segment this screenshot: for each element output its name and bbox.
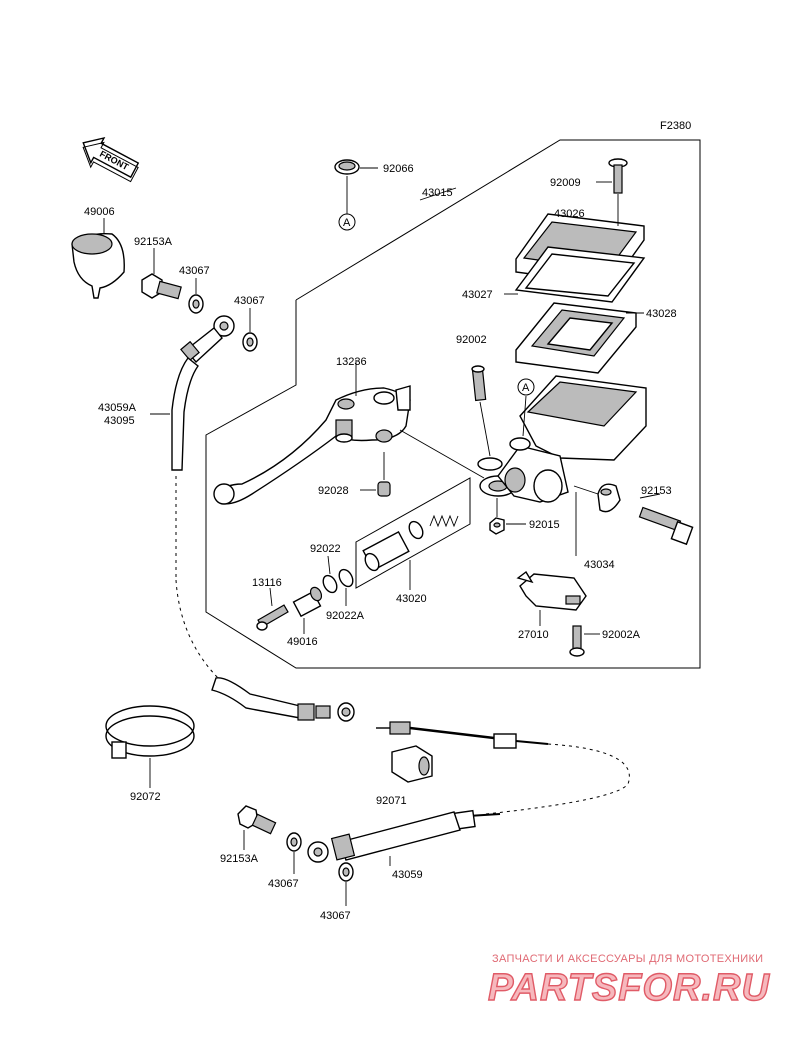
label-43095: 43095: [104, 415, 135, 427]
ref-marker-a-cylinder: A: [517, 378, 535, 437]
label-49006: 49006: [84, 206, 115, 218]
part-43028-diaphragm: [515, 302, 637, 374]
part-92153a-bolt-bottom: [237, 805, 277, 835]
part-49016-boot: [292, 586, 323, 618]
label-92002: 92002: [456, 334, 487, 346]
label-92028: 92028: [318, 485, 349, 497]
label-13116: 13116: [252, 577, 282, 589]
label-43059: 43059: [392, 869, 423, 881]
label-27010: 27010: [518, 629, 549, 641]
label-43067-a: 43067: [179, 265, 210, 277]
label-92153a-bottom: 92153A: [220, 853, 259, 865]
label-92153a-top: 92153A: [134, 236, 173, 248]
part-92002a-screw: [569, 625, 585, 657]
label-43067-d: 43067: [320, 910, 351, 922]
part-43067-washer-d: [338, 862, 354, 882]
label-92071: 92071: [376, 795, 407, 807]
label-92153: 92153: [641, 485, 672, 497]
ref-marker-a-top: A: [338, 176, 356, 231]
label-92009: 92009: [550, 177, 581, 189]
part-43067-washer-b: [242, 332, 258, 352]
part-43015-master-cylinder: [477, 375, 647, 503]
part-43067-washer-c: [286, 832, 302, 852]
label-43027: 43027: [462, 289, 493, 301]
part-92066-cap: [334, 159, 360, 175]
svg-text:A: A: [343, 217, 351, 229]
front-arrow-icon: FRONT: [82, 136, 140, 183]
label-43028: 43028: [646, 308, 677, 320]
label-92022: 92022: [310, 543, 341, 555]
part-43067-washer-a: [188, 294, 204, 314]
label-49016: 49016: [287, 636, 318, 648]
part-27010-switch: [516, 570, 587, 611]
part-92015-nut: [489, 517, 505, 535]
part-43059a-hose: [171, 315, 355, 722]
label-92066: 92066: [383, 163, 414, 175]
part-43059-cable: [307, 721, 630, 863]
part-49006-boot: [71, 233, 125, 299]
part-92002-bolt: [471, 365, 487, 402]
watermark-brand: PARTSFOR.RU: [488, 967, 770, 1009]
part-92028-bushing: [377, 481, 391, 497]
part-labels: 92066 43015 92009 43026 43027 43028 9200…: [84, 163, 677, 922]
watermark-tagline: ЗАПЧАСТИ И АКСЕССУАРЫ ДЛЯ МОТОТЕХНИКИ: [492, 953, 763, 965]
assembly-frame: [205, 139, 701, 669]
part-13236-lever: [213, 385, 411, 505]
figure-code: F2380: [660, 120, 691, 132]
label-43015: 43015: [422, 187, 453, 199]
watermark: ЗАПЧАСТИ И АКСЕССУАРЫ ДЛЯ МОТОТЕХНИКИ PA…: [487, 953, 770, 1010]
label-43020: 43020: [396, 593, 427, 605]
part-clamp-half: [597, 483, 621, 513]
label-43026: 43026: [554, 208, 585, 220]
label-43034: 43034: [584, 559, 615, 571]
label-43067-c: 43067: [268, 878, 299, 890]
part-43027-plate: [514, 246, 646, 303]
part-43020-piston-kit: [355, 477, 471, 589]
part-92009-screw: [608, 158, 628, 194]
label-92022a: 92022A: [326, 610, 365, 622]
label-43067-b: 43067: [234, 295, 265, 307]
label-13236: 13236: [336, 356, 367, 368]
label-43059a: 43059A: [98, 402, 137, 414]
part-92072-clamp-band: [105, 705, 195, 759]
part-92022-circlip: [322, 568, 354, 594]
svg-text:A: A: [522, 382, 530, 394]
part-92153a-bolt-top: [141, 273, 182, 300]
part-13116-pin: [256, 604, 289, 631]
part-92071-sleeve: [391, 745, 433, 783]
part-92153-bolt: [638, 506, 694, 546]
label-92015: 92015: [529, 519, 560, 531]
label-92072: 92072: [130, 791, 161, 803]
label-92002a: 92002A: [602, 629, 641, 641]
